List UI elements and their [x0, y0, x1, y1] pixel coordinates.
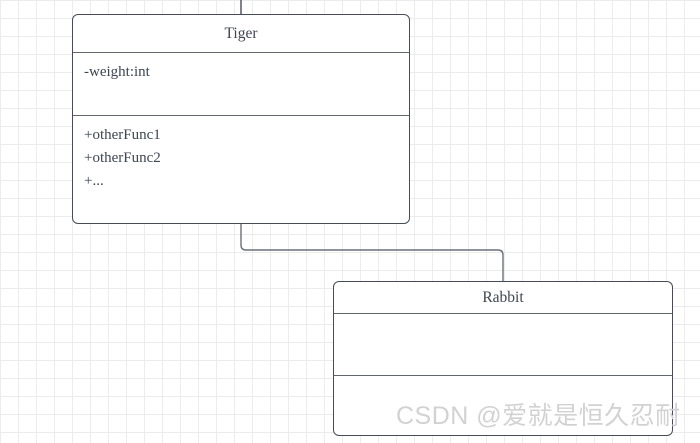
- uml-class-rabbit[interactable]: Rabbit: [333, 281, 673, 436]
- uml-method-row: +otherFunc2: [84, 150, 161, 166]
- uml-method-row: +otherFunc1: [84, 127, 161, 143]
- uml-class-name-rabbit: Rabbit: [334, 282, 672, 314]
- uml-attribute-row: -weight:int: [84, 64, 150, 80]
- uml-attributes-tiger: -weight:int: [73, 53, 409, 116]
- uml-method-row: +...: [84, 173, 104, 189]
- uml-class-name-tiger: Tiger: [73, 15, 409, 53]
- uml-class-tiger[interactable]: Tiger -weight:int +otherFunc1 +otherFunc…: [72, 14, 410, 224]
- csdn-watermark: CSDN @爱就是恒久忍耐: [396, 402, 681, 430]
- connector-tiger-to-rabbit: [240, 224, 504, 281]
- uml-attributes-rabbit: [334, 314, 672, 376]
- uml-methods-tiger: +otherFunc1 +otherFunc2 +...: [73, 116, 409, 222]
